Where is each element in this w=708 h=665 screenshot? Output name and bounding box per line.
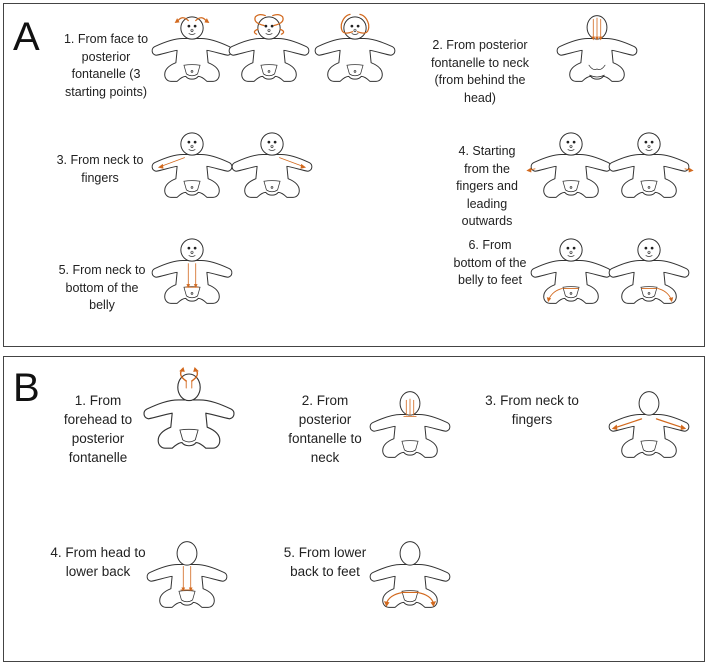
baby-b1 (143, 367, 235, 449)
step-b2-caption: 2. From posterior fontanelle to neck (288, 393, 362, 465)
baby-a6-1 (530, 238, 612, 304)
baby-b5 (369, 541, 451, 608)
baby-a1-1 (151, 16, 233, 82)
baby-a3-1 (151, 132, 233, 198)
panel-b: B 1. From forehead to posterior fontanel… (3, 356, 705, 662)
baby-a6-2 (608, 238, 690, 304)
baby-b2 (369, 391, 451, 458)
step-b4-caption: 4. From head to lower back (50, 545, 146, 579)
step-a5-caption: 5. From neck to bottom of the belly (58, 263, 146, 312)
panel-b-figures (143, 367, 690, 608)
step-b1-caption: 1. From forehead to posterior fontanelle (63, 393, 133, 465)
panel-a-figures (151, 13, 694, 304)
arrow-a1-3-right (356, 13, 370, 34)
arrow-a1-2-left (254, 13, 266, 27)
step-b5-caption: 5. From lower back to feet (283, 545, 367, 579)
arrow-a1-2-right (272, 13, 284, 27)
step-a4-caption: 4. Starting from the fingers and leading… (456, 144, 518, 228)
baby-a5 (151, 238, 233, 304)
baby-b4 (146, 541, 228, 608)
arrow-a1-3-left (340, 13, 354, 34)
baby-a2 (556, 15, 638, 82)
panel-b-letter: B (13, 366, 40, 410)
baby-b3 (608, 391, 690, 458)
panel-a: A 1. From face to posterior fontanelle (… (3, 3, 705, 347)
baby-a4-2 (608, 132, 694, 198)
baby-a1-3 (314, 13, 396, 82)
baby-a1-2 (228, 13, 310, 82)
arrow-b3-right (655, 418, 684, 429)
baby-a4-1 (526, 132, 612, 198)
step-a1-caption: 1. From face to posterior fontanelle (3 … (63, 32, 149, 99)
step-a2-caption: 2. From posterior fontanelle to neck (fr… (431, 38, 529, 105)
step-a6-caption: 6. From bottom of the belly to feet (453, 238, 527, 287)
arrow-a3-2 (279, 157, 304, 167)
step-b3-caption: 3. From neck to fingers (485, 393, 579, 427)
panel-a-letter: A (13, 15, 40, 59)
arrow-a3-1 (160, 157, 185, 167)
arrow-b3-left (614, 418, 643, 429)
baby-a3-2 (231, 132, 313, 198)
step-a3-caption: 3. From neck to fingers (56, 153, 144, 185)
